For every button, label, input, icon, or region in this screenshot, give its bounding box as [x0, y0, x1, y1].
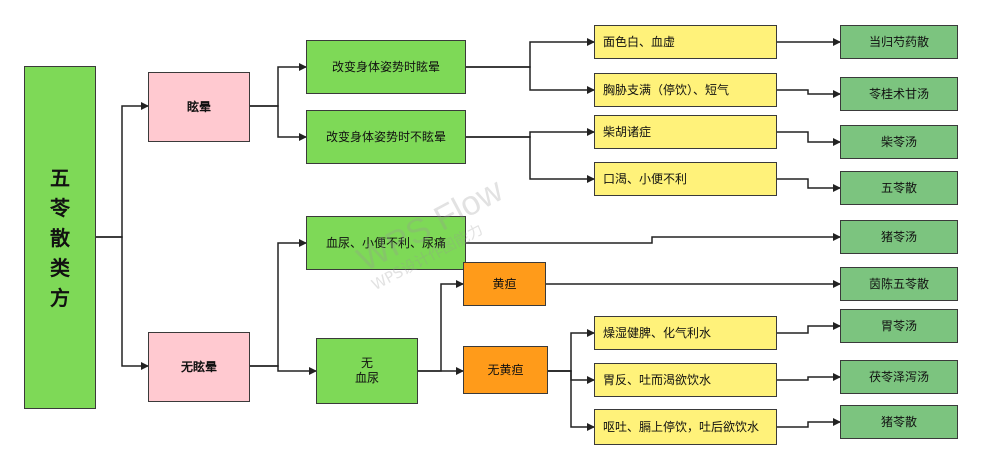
edge-dizzy-posture — [250, 63, 307, 107]
edge-nodizzy-nohematuria — [250, 365, 317, 375]
formula-wuling: 五苓散 — [840, 171, 958, 205]
cond-no-jaundice: 无黄疸 — [463, 346, 548, 394]
edge-nojaundice-drydamp — [548, 329, 595, 372]
edge-vomit-zhulingsan — [777, 418, 841, 428]
edge-hematuria-zhuling — [466, 233, 841, 244]
edge-dizzy-noposture — [250, 105, 307, 141]
edge-noposture-thirst — [466, 136, 595, 183]
symptom-chaihu: 柴胡诸症 — [594, 115, 777, 149]
edge-root-nodizzy — [96, 236, 149, 370]
symptom-stomach: 胃反、吐而渴欲饮水 — [594, 363, 777, 397]
symptom-vomit: 呕吐、膈上停饮，吐后欲饮水 — [594, 409, 777, 445]
edge-posture-pale — [466, 38, 595, 68]
root-char: 方 — [50, 285, 70, 310]
formula-fuling: 茯苓泽泻汤 — [840, 360, 958, 394]
root-char: 五 — [50, 165, 70, 190]
edge-thirst-wuling — [777, 178, 841, 192]
edge-chaihu-chailing — [777, 131, 841, 146]
cond-hematuria: 血尿、小便不利、尿痛 — [306, 216, 466, 270]
root-node: 五 苓 散 类 方 — [24, 66, 96, 409]
formula-linggui: 苓桂术甘汤 — [840, 77, 958, 111]
edge-chest-linggui — [777, 89, 841, 98]
root-char: 类 — [50, 255, 70, 280]
edge-root-dizzy — [96, 102, 149, 238]
edge-drydamp-weiling — [777, 322, 841, 334]
formula-chailing: 柴苓汤 — [840, 125, 958, 159]
edge-nojaundice-vomit — [548, 370, 595, 431]
symptom-chest: 胸胁支满（停饮）、短气 — [594, 73, 777, 107]
edge-stomach-fuling — [777, 373, 841, 381]
formula-yinchen: 茵陈五苓散 — [840, 267, 958, 301]
edge-nohematuria-jaundice — [418, 280, 464, 372]
symptom-thirst: 口渴、小便不利 — [594, 162, 777, 196]
symptom-pale: 面色白、血虚 — [594, 25, 777, 59]
formula-danggui: 当归芍药散 — [840, 25, 958, 59]
cond-posture-not-dizzy: 改变身体姿势时不眩晕 — [306, 110, 466, 164]
root-char: 苓 — [50, 195, 70, 220]
edge-nodizzy-hematuria — [250, 239, 307, 367]
formula-zhulingsan: 猪苓散 — [840, 405, 958, 439]
formula-zhuling: 猪苓汤 — [840, 220, 958, 254]
root-char: 散 — [50, 225, 70, 250]
branch-dizzy: 眩晕 — [148, 72, 250, 142]
cond-jaundice: 黄疸 — [463, 262, 546, 306]
cond-posture-dizzy: 改变身体姿势时眩晕 — [306, 40, 466, 94]
cond-no-hematuria: 无 血尿 — [316, 338, 418, 404]
branch-no-dizzy: 无眩晕 — [148, 332, 250, 402]
formula-weiling: 胃苓汤 — [840, 309, 958, 343]
edge-posture-chest — [466, 66, 595, 94]
symptom-dry-damp: 燥湿健脾、化气利水 — [594, 316, 777, 350]
